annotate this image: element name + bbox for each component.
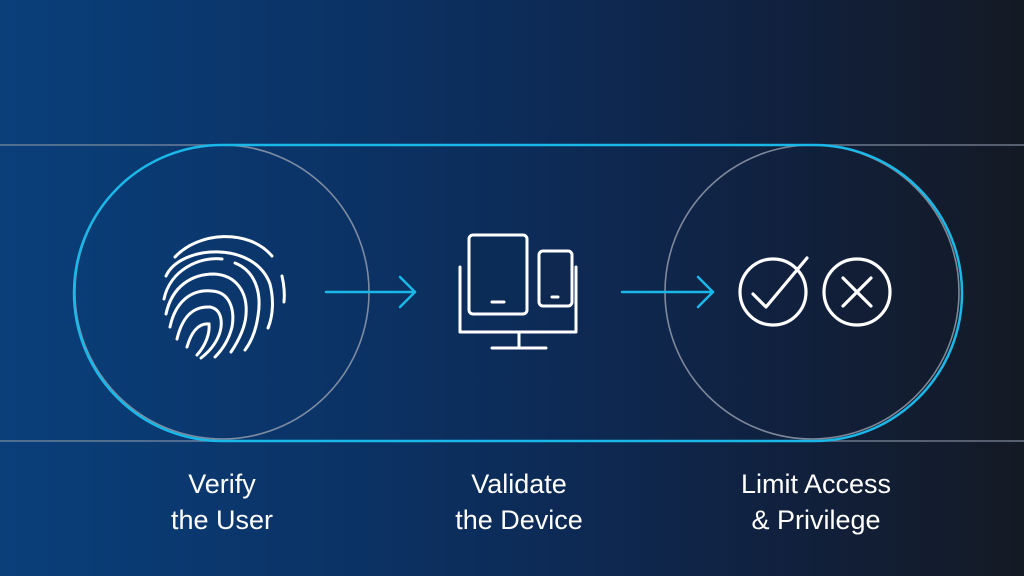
step-label-line: the User — [170, 505, 274, 535]
phone-icon — [537, 249, 574, 308]
x-circle-icon — [822, 257, 892, 327]
step-label-limit-access: Limit Access & Privilege — [686, 466, 946, 538]
step-label-line: Validate — [471, 469, 567, 499]
step-label-line: Verify — [188, 469, 256, 499]
step-label-validate-device: Validate the Device — [389, 466, 649, 538]
arrow-right-icon — [324, 275, 417, 309]
step-label-line: & Privilege — [751, 505, 881, 535]
fingerprint-icon — [162, 235, 286, 360]
pipeline-pill-outline — [72, 143, 964, 443]
arrow-right-icon — [620, 275, 715, 309]
step-label-verify-user: Verify the User — [92, 466, 352, 538]
tablet-icon — [467, 233, 529, 316]
step-label-line: Limit Access — [740, 469, 892, 499]
step-label-line: the Device — [455, 505, 583, 535]
check-circle-icon — [738, 256, 809, 327]
devices-icon — [458, 233, 578, 350]
